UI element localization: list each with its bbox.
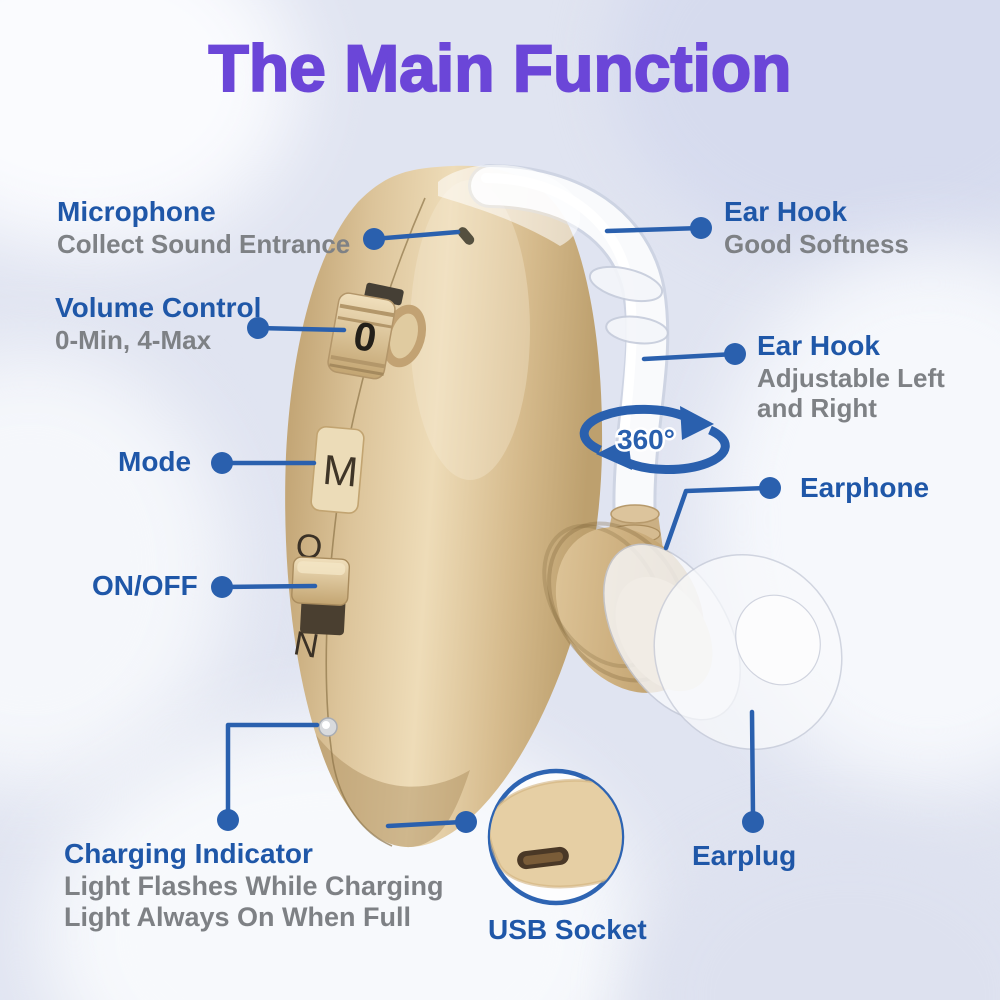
leader-dot [211,576,233,598]
leader-line-usb [385,819,465,829]
callout-earplug: Earplug [692,840,796,873]
microphone-slot [457,227,475,245]
volume-wheel: 0 [327,292,396,380]
callout-title: Ear Hook [757,330,880,361]
callout-desc: Collect Sound Entrance [57,228,351,259]
leader-line-volume [255,325,347,333]
leader-line-onoff [219,583,318,590]
usb-socket-inset [487,768,625,906]
callout-title: USB Socket [488,914,647,945]
callout-onoff: ON/OFF [92,570,198,603]
callout-earphone: Earphone [800,472,929,505]
mode-letter-label: M [321,446,360,496]
leader-dot [690,217,712,239]
callout-usb-socket: USB Socket [488,914,647,947]
leader-dot [742,811,764,833]
callout-desc: Good Softness [724,228,909,259]
callout-charging-indicator: Charging Indicator Light Flashes While C… [64,838,444,934]
leader-dot [724,343,746,365]
callout-title: Ear Hook [724,196,847,227]
callout-volume-control: Volume Control 0-Min, 4-Max [55,292,261,355]
leader-dot [759,477,781,499]
leader-line-earplug [749,709,756,819]
ear-hook-tube [438,164,670,542]
leader-dot [247,317,269,339]
callout-desc: Light Flashes While Charging [64,870,444,901]
leader-dot [455,811,477,833]
leader-dot [211,452,233,474]
callout-title: Microphone [57,196,216,227]
leader-dot [363,228,385,250]
callout-desc: Light Always On When Full [64,902,411,933]
earplug-dome [603,543,843,751]
rotation-arrows-icon: 360° [579,404,730,475]
callout-earhook-top: Ear Hook Good Softness [724,196,909,259]
mode-button: M [310,426,365,514]
callout-title: ON/OFF [92,570,198,601]
power-switch [291,556,351,636]
callout-desc: Adjustable Left [757,362,945,393]
callout-desc: 0-Min, 4-Max [55,324,212,355]
callout-mode: Mode [118,446,191,479]
charging-led [318,717,338,737]
callout-earhook-side: Ear Hook Adjustable Left and Right [757,330,945,424]
rotation-degrees-label: 360° [617,424,675,455]
leader-line-earphone [663,485,771,551]
leader-line-earhook-top [604,225,704,234]
callout-title: Volume Control [55,292,262,323]
callout-desc: and Right [757,393,877,424]
leader-dot [217,809,239,831]
callout-title: Mode [118,446,192,477]
leader-line-microphone [371,229,461,242]
callout-microphone: Microphone Collect Sound Entrance [57,196,350,259]
leader-line-earhook-side [641,351,738,362]
page-title: The Main Function [208,30,793,106]
leader-line-charging [225,722,320,817]
callout-title: Charging Indicator [64,838,313,869]
callout-title: Earphone [800,472,930,503]
callout-title: Earplug [692,840,797,871]
